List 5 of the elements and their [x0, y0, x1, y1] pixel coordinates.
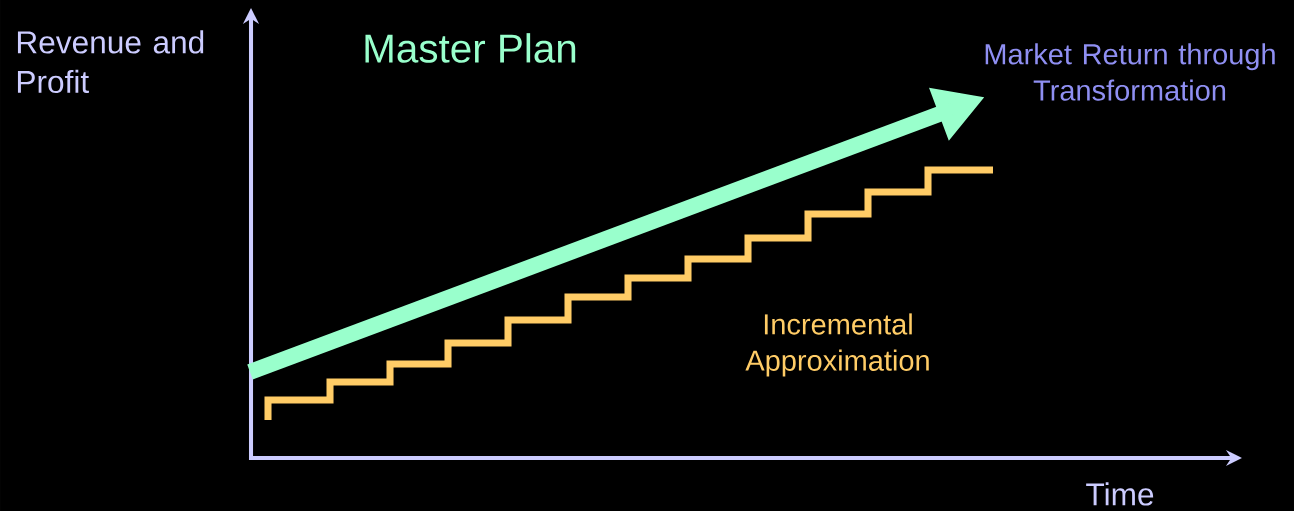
- trend-label: Market Return through Transformation: [985, 43, 1275, 101]
- axis-label: Revenue and Profit: [17, 30, 204, 94]
- plan-label: Master Plan: [365, 33, 576, 63]
- staircase-label: Incremental Approximation: [745, 313, 929, 377]
- axis-label: Time: [1086, 482, 1154, 506]
